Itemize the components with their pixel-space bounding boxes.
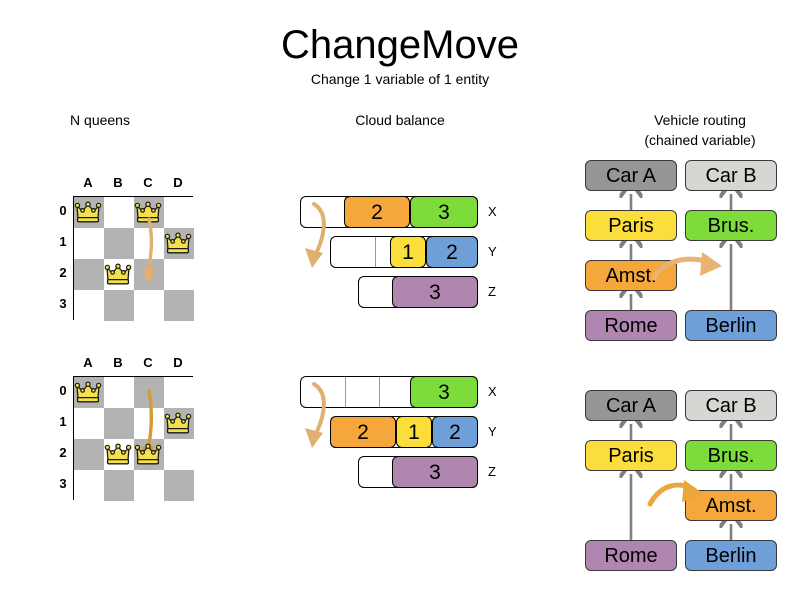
- routing-node-berlin[interactable]: Berlin: [685, 310, 777, 341]
- routing-node-paris[interactable]: Paris: [585, 210, 677, 241]
- cloud-row-label-z: Z: [488, 464, 496, 479]
- routing-node-brus[interactable]: Brus.: [685, 440, 777, 471]
- cloud-balance-after: 3 X 2 1 2 Y 3 Z: [0, 376, 520, 496]
- routing-node-rome[interactable]: Rome: [585, 310, 677, 341]
- board-cell[interactable]: [164, 439, 194, 470]
- page-subtitle: Change 1 variable of 1 entity: [310, 71, 490, 87]
- vehicle-routing-before: Car A Paris Amst. Rome Car B Brus. Berli…: [580, 160, 790, 350]
- board-col-label-d: D: [173, 175, 183, 190]
- board-col-label-c: C: [143, 355, 153, 370]
- vehicle-routing-after: Car A Paris Rome Car B Brus. Amst. Berli…: [580, 390, 790, 580]
- board-cell[interactable]: [104, 197, 134, 228]
- heading-cloud-balance: Cloud balance: [355, 112, 445, 128]
- cloud-process-blue[interactable]: 2: [426, 236, 478, 268]
- routing-node-car-a[interactable]: Car A: [585, 390, 677, 421]
- board-row-label-2: 2: [59, 445, 67, 460]
- routing-node-rome[interactable]: Rome: [585, 540, 677, 571]
- board-col-label-b: B: [113, 355, 123, 370]
- routing-node-amst[interactable]: Amst.: [585, 260, 677, 291]
- board-cell[interactable]: [104, 290, 134, 321]
- routing-move-arrow-icon: [647, 480, 704, 507]
- cloud-process-yellow[interactable]: 1: [390, 236, 426, 268]
- routing-node-brus[interactable]: Brus.: [685, 210, 777, 241]
- cloud-row-label-y: Y: [488, 424, 497, 439]
- board-cell[interactable]: [74, 259, 104, 290]
- routing-node-car-a[interactable]: Car A: [585, 160, 677, 191]
- board-row-label-3: 3: [59, 296, 67, 311]
- board-row-label-0: 0: [59, 203, 67, 218]
- heading-vehicle-routing-line2: (chained variable): [644, 132, 756, 148]
- routing-move-arrow-icon: [651, 252, 722, 281]
- cloud-row-label-x: X: [488, 384, 497, 399]
- board-cell[interactable]: [134, 290, 164, 321]
- board-cell[interactable]: [74, 439, 104, 470]
- board-col-label-d: D: [173, 355, 183, 370]
- heading-n-queens: N queens: [70, 112, 130, 128]
- board-col-label-a: A: [83, 175, 93, 190]
- cloud-process-blue[interactable]: 2: [432, 416, 478, 448]
- board-col-label-a: A: [83, 355, 93, 370]
- board-row-label-3: 3: [59, 476, 67, 491]
- board-col-label-b: B: [113, 175, 123, 190]
- nqueens-board-before: A B C D 0 1 2 3: [28, 176, 198, 326]
- board-cell[interactable]: [74, 470, 104, 501]
- cloud-process-purple[interactable]: 3: [392, 456, 478, 488]
- board-cell[interactable]: [74, 408, 104, 439]
- board-cell[interactable]: [104, 470, 134, 501]
- cloud-row-label-x: X: [488, 204, 497, 219]
- cloud-row-label-z: Z: [488, 284, 496, 299]
- cloud-balance-before: 2 3 X 1 2 Y 3 Z: [0, 196, 520, 316]
- cloud-process-yellow[interactable]: 1: [396, 416, 432, 448]
- cloud-move-arrow-icon: [305, 202, 326, 268]
- page-title: ChangeMove: [281, 23, 519, 67]
- board-cell[interactable]: [134, 228, 164, 259]
- heading-vehicle-routing-line1: Vehicle routing: [654, 112, 746, 128]
- nqueens-board-after: A B C D 0 1 2 3: [28, 356, 198, 506]
- heading-vehicle-routing: Vehicle routing (chained variable): [610, 110, 790, 150]
- board-cell[interactable]: [164, 377, 194, 408]
- cloud-process-green[interactable]: 3: [410, 376, 478, 408]
- board-cell[interactable]: [164, 197, 194, 228]
- board-row-label-2: 2: [59, 265, 67, 280]
- board-cell[interactable]: [164, 259, 194, 290]
- queen-layer-after: [74, 381, 192, 465]
- queen-layer-before: [74, 201, 192, 285]
- routing-node-car-b[interactable]: Car B: [685, 160, 777, 191]
- board-row-label-1: 1: [59, 234, 67, 249]
- board-cell[interactable]: [134, 470, 164, 501]
- board-cell[interactable]: [74, 228, 104, 259]
- cloud-row-label-y: Y: [488, 244, 497, 259]
- cloud-move-arrow-icon: [305, 382, 326, 448]
- board-row-label-1: 1: [59, 414, 67, 429]
- board-cell[interactable]: [164, 290, 194, 321]
- board-cell[interactable]: [104, 228, 134, 259]
- board-cell[interactable]: [104, 377, 134, 408]
- board-cell[interactable]: [164, 470, 194, 501]
- routing-node-car-b[interactable]: Car B: [685, 390, 777, 421]
- routing-node-paris[interactable]: Paris: [585, 440, 677, 471]
- board-cell[interactable]: [104, 408, 134, 439]
- move-arrow-icon: [142, 217, 155, 285]
- cloud-process-green[interactable]: 3: [410, 196, 478, 228]
- cloud-process-purple[interactable]: 3: [392, 276, 478, 308]
- board-row-label-0: 0: [59, 383, 67, 398]
- board-col-label-c: C: [143, 175, 153, 190]
- cloud-process-orange[interactable]: 2: [344, 196, 410, 228]
- board-cell[interactable]: [74, 290, 104, 321]
- routing-node-berlin[interactable]: Berlin: [685, 540, 777, 571]
- cloud-process-orange[interactable]: 2: [330, 416, 396, 448]
